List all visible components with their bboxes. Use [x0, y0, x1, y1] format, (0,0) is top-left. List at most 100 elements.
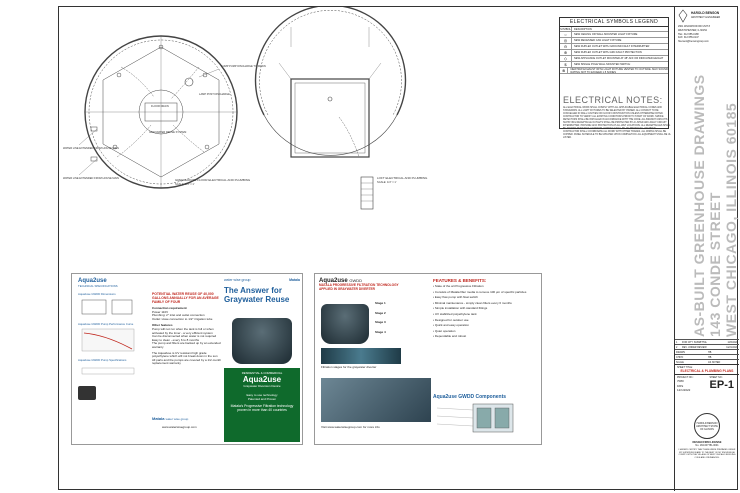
- feature-item: • UV stabilized polyethylene tank: [433, 311, 477, 316]
- doc1-other-title: Other features: [152, 323, 173, 328]
- feature-item: • Quiet operation: [433, 328, 456, 333]
- legend-description: NEW APPLIANCE OUTLET MOUNTED AT 48" AFF …: [574, 57, 664, 60]
- doc1-matala-logo: Matala: [152, 416, 165, 421]
- components-diagram: [436, 403, 514, 433]
- legend-description: NEW CEILING OR WALL MOUNTED LIGHT FIXTUR…: [574, 33, 638, 36]
- checked-value: HB: [708, 355, 712, 359]
- filtration-stage: Stage 3: [375, 320, 386, 325]
- rev-date: 11/5/2022: [727, 340, 738, 344]
- date-value: 12/1/2022: [677, 388, 691, 392]
- right-plan-scale: SCALE: 1/4" = 1': [377, 180, 397, 184]
- license-no: No. 184.007781-0001: [695, 444, 719, 447]
- right-plan-label: LOFT ELECTRICAL AND PLUMBING: [377, 176, 428, 180]
- legend-row: ⊕NEW DUPLEX OUTLET WITH ARC FAULT PROTEC…: [560, 50, 668, 56]
- doc1-answer-title: The Answer for Graywater Reuse: [224, 286, 290, 304]
- installation-photo: [321, 378, 431, 422]
- filtration-stage: Stage 1: [375, 301, 386, 305]
- filtration-stage: Stage 2: [375, 310, 386, 315]
- callout-hose-1: WATER LINE EXTENDED FROM HOUSE MAIN: [63, 146, 119, 150]
- rev-date: 11/21/2022: [726, 345, 738, 349]
- feature-item: • Easy flow pump with float switch: [433, 295, 478, 300]
- revision-row: 2 REV. UNDER REVIEW 11/21/2022: [675, 344, 739, 349]
- electrical-notes: ALL ELECTRICAL WORK SHALL COMPLY WITH AL…: [563, 107, 671, 139]
- firm-address: 2901 WILDWOOD RD UNIT 8: [678, 25, 710, 28]
- architect-seal-icon: HAROLD BENSON ARCHITECT STATE OF ILLINOI…: [694, 413, 720, 439]
- project-title-line1: AS-BUILT GREENHOUSE DRAWINGS: [691, 74, 707, 337]
- filtration-stage: Stage 4: [375, 329, 386, 334]
- doc1-other-4: The pump and filters are backed up by an…: [152, 341, 221, 349]
- feature-item: • Simple installation with standard fitt…: [433, 306, 488, 311]
- rev-desc: FOR CITY SUBMITTAL: [682, 340, 708, 344]
- sheet-no-label: SHEET NO.:: [709, 376, 724, 379]
- title-block: HAROLD BENSON ARCHITECT & ENGINEER 2901 …: [674, 7, 739, 491]
- filter-media-strip: [321, 348, 401, 364]
- legend-symbol-icon: ○: [560, 32, 572, 37]
- project-title-line2: 143 CONDE STREET: [707, 192, 723, 337]
- doc1-conn-title: Connection requirement: [152, 306, 187, 310]
- scale-label: SCALE: [676, 360, 684, 364]
- doc2-caption2: Visit www.waterwisegroup.com for more in…: [321, 425, 380, 429]
- legend-symbol-icon: $: [560, 62, 572, 67]
- callout-hose-2: WATER LINE EXTENDED FROM HOUSE MAIN: [63, 176, 119, 180]
- doc1-sub-2: All parts and the pumps are covered by a…: [152, 357, 222, 366]
- doc1-brand: Aqua2use: [78, 278, 107, 284]
- product-panel: RESIDENTIAL & COMMERCIAL Aqua2use Graywa…: [224, 368, 300, 442]
- sheet-no: EP-1: [709, 379, 734, 391]
- callout-sump: SUMP PUMP DISCHARGE TO DRAIN: [221, 64, 266, 68]
- callout-lamp: LAMP POST DISCHARGE: [199, 92, 230, 96]
- plan-labels: SUMP PUMP DISCHARGE TO DRAIN LAMP POST D…: [63, 64, 266, 186]
- firm-email: hbenson@bensongroup.com: [678, 40, 709, 44]
- checked-label: CHK'D: [676, 355, 684, 359]
- feature-text: Minimal maintenance - simply clean filte…: [434, 300, 512, 305]
- electrical-legend: ELECTRICAL SYMBOLS LEGEND SYMBOL DESCRIP…: [559, 17, 669, 129]
- drawn-value: HB: [708, 350, 712, 354]
- legend-symbol-icon: ⊗: [560, 68, 569, 73]
- doc2-model: GWDD: [349, 278, 363, 283]
- firm-subtitle: ARCHITECT & ENGINEER: [691, 16, 721, 19]
- pump-curve-chart: [81, 328, 135, 351]
- date-label: DATE: [677, 385, 684, 388]
- sheet-title-label: SHEET TITLE:: [677, 366, 693, 369]
- doc2-subtitle: MATALA PROGRESSIVE FILTRATION TECHNOLOGY…: [319, 283, 399, 291]
- doc2-caption: Filtration stages for the graywater dive…: [321, 365, 377, 369]
- legend-row: ⊗NEW 50W EXHAUST WITH LIGHT FIXTURE VENT…: [560, 68, 668, 74]
- left-plan-label: GREENHOUSE FLOOR ELECTRICAL AND PLUMBING: [175, 178, 251, 182]
- doc2-features-title: FEATURES & BENEFITS:: [433, 278, 487, 283]
- feature-text: Dependable and robust: [434, 334, 467, 339]
- feature-text: Easy flow pump with float switch: [434, 295, 478, 300]
- legend-symbol-icon: ◎: [560, 38, 572, 43]
- rev-desc: REV. UNDER REVIEW: [682, 345, 707, 349]
- doc1-sub-1: The Aqua2use is UV resistant high grade …: [152, 350, 218, 359]
- feature-item: • Dependable and robust: [433, 334, 467, 339]
- doc1-tagline2: Patented and Proven: [247, 397, 277, 401]
- feature-text: Quick and easy operation: [434, 323, 469, 328]
- feature-text: Designed for outdoor use: [434, 317, 469, 322]
- legend-row: $NEW SINGLE POLE WALL MOUNTED SWITCH: [560, 62, 668, 68]
- firm-city: WESTCHESTER, IL 60154: [678, 28, 707, 32]
- doc1-headline: POTENTIAL WATER REUSE OF 40,000 GALLONS …: [152, 292, 219, 304]
- project-no-label: PROJECT NO.:: [677, 376, 694, 379]
- doc1-waterwise-logo: water wise group: [165, 417, 189, 421]
- aqua2use-brochure: Aqua2use TECHNICAL SPECIFICATIONS Aqua2u…: [71, 273, 303, 445]
- firm-phone: TEL: 312-555-0188: [678, 32, 699, 36]
- legend-symbol-icon: ◇: [560, 56, 572, 61]
- doc1-tagline: Easy to use technology: [246, 393, 278, 397]
- rev-no: 2: [676, 345, 678, 349]
- callout-drain: FLOOR DRAIN: [151, 104, 169, 108]
- feature-item: • State of the art Progressive Filtratio…: [433, 284, 484, 288]
- firm-name: HAROLD BENSON: [691, 11, 720, 16]
- feature-text: UV stabilized polyethylene tank: [434, 311, 477, 316]
- legend-row: ◇NEW APPLIANCE OUTLET MOUNTED AT 48" AFF…: [560, 56, 668, 62]
- callout-grey: GRAYWATER REUSE SYSTEM: [149, 130, 186, 134]
- doc1-website: www.waterwisegroup.com: [162, 425, 197, 429]
- legend-description: NEW SINGLE POLE WALL MOUNTED SWITCH: [574, 63, 631, 66]
- doc1-tech-spec: TECHNICAL SPECIFICATIONS: [78, 284, 118, 288]
- legend-description: NEW 50W EXHAUST WITH LIGHT FIXTURE VENTE…: [570, 67, 668, 74]
- feature-item: • Designed for outdoor use: [433, 317, 469, 322]
- legend-description: NEW DUPLEX OUTLET WITH ARC FAULT PROTECT…: [574, 51, 642, 54]
- license-label: DESIGN FIRM LICENSE: [692, 441, 722, 444]
- feature-item: • Consists of Matala filter media to rem…: [433, 289, 527, 294]
- doc1-conn-1: Power 110V: [152, 309, 169, 314]
- legend-row: ⊖NEW DUPLEX OUTLET WITH GROUND FAULT INT…: [560, 44, 668, 50]
